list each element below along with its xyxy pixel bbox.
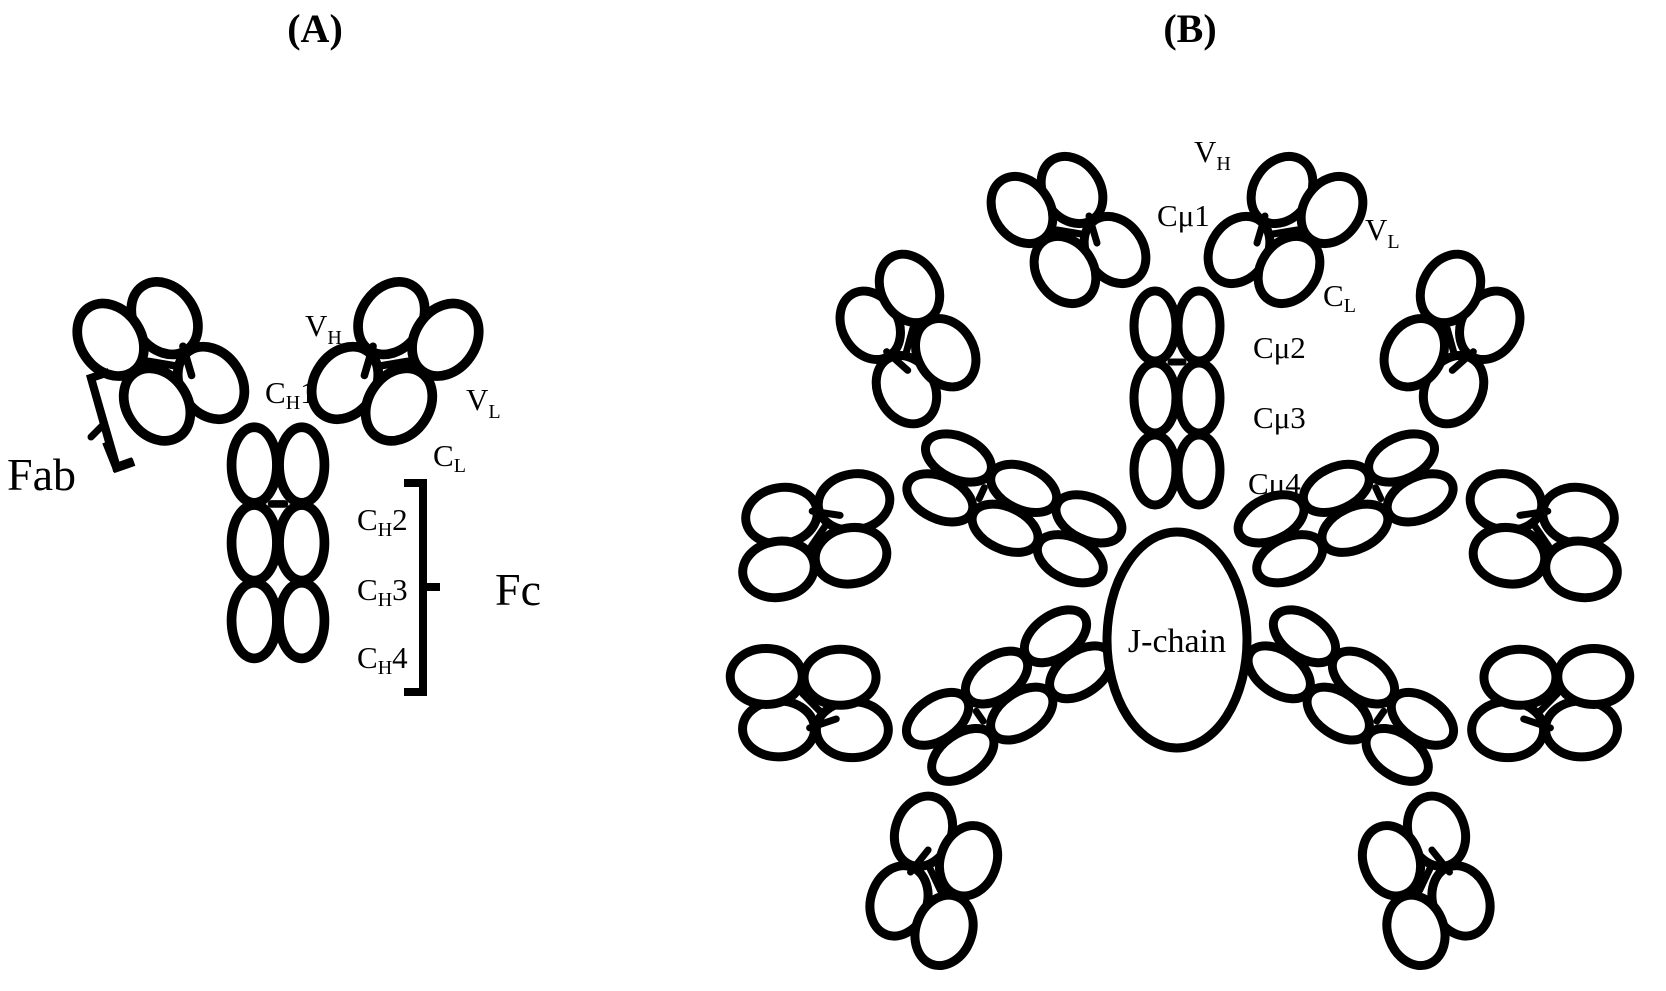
panel-b-label: (B): [1163, 6, 1216, 51]
fab-label: Fab: [7, 449, 76, 500]
fc-bracket: [404, 479, 440, 696]
a-ch3-label: CH3: [357, 572, 408, 611]
a-ch4-label: CH4: [357, 640, 408, 679]
j-chain: [1102, 527, 1252, 753]
b-cl-label: CL: [1323, 278, 1356, 317]
a-cl-label: CL: [433, 438, 466, 477]
fc-label: Fc: [495, 564, 541, 615]
panel-a-label: (A): [287, 6, 343, 51]
b-cmu3-label: Cμ3: [1253, 400, 1306, 435]
j-chain-label: J-chain: [1128, 623, 1226, 660]
b-vh-label: VH: [1194, 134, 1231, 175]
a-ch1-label: CH1: [265, 375, 316, 414]
a-ch2-label: CH2: [357, 502, 408, 541]
a-vh-label: VH: [305, 308, 342, 349]
a-vl-label: VL: [466, 382, 501, 423]
b-cmu4-label: Cμ4: [1248, 466, 1301, 501]
b-cmu2-label: Cμ2: [1253, 330, 1306, 365]
b-vl-label: VL: [1365, 212, 1400, 253]
b-cmu1-label: Cμ1: [1157, 198, 1210, 233]
